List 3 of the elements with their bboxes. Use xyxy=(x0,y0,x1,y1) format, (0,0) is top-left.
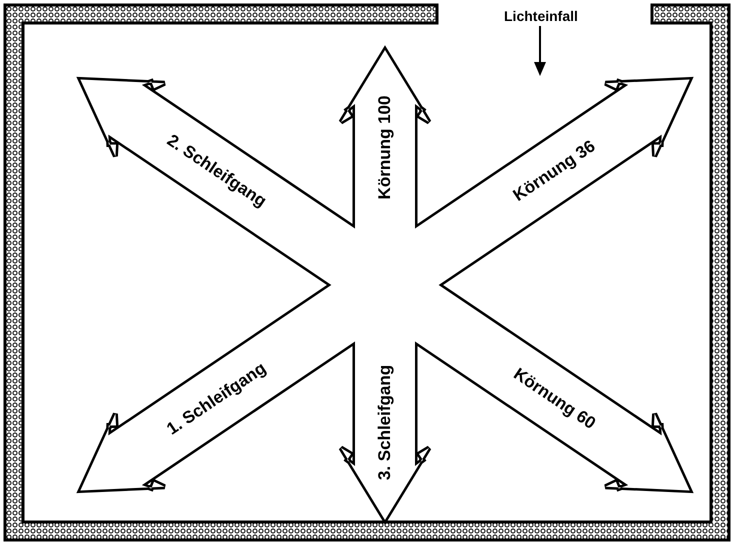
arrow-label: 3. Schleifgang xyxy=(374,364,396,480)
arrow-label: Körnung 100 xyxy=(374,96,396,200)
light-label: Lichteinfall xyxy=(504,7,578,26)
